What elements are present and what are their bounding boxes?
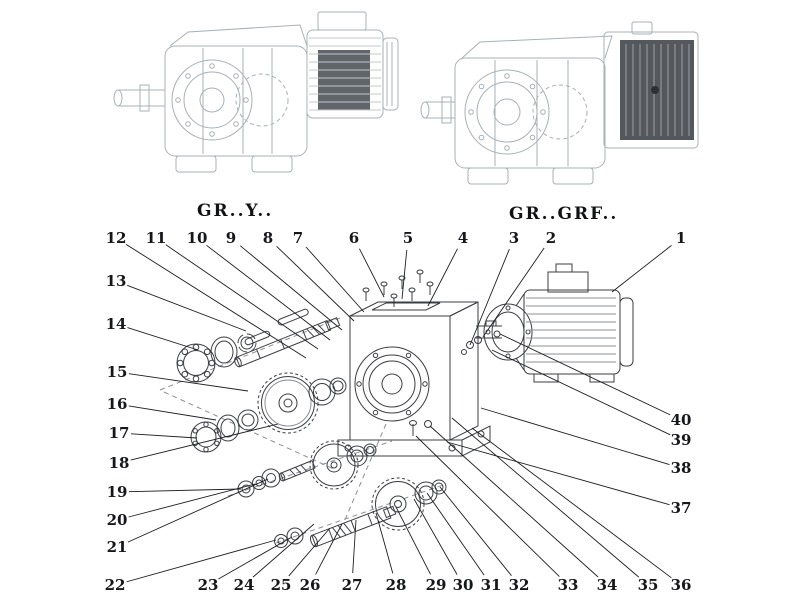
input-shaft bbox=[234, 308, 341, 368]
leader-line-7 bbox=[305, 246, 365, 313]
housing-base-bolt bbox=[409, 420, 432, 436]
leader-line-21 bbox=[127, 478, 269, 543]
leader-line-36 bbox=[471, 427, 672, 579]
leader-line-12 bbox=[125, 244, 307, 359]
leader-line-14 bbox=[127, 327, 199, 351]
variant-label-gr-y: GR..Y.. bbox=[197, 201, 274, 221]
leader-line-35 bbox=[451, 417, 640, 578]
leader-line-20 bbox=[128, 483, 256, 518]
leader-line-17 bbox=[130, 433, 198, 439]
leader-line-11 bbox=[165, 244, 319, 350]
machine-gr-y-drawing bbox=[113, 11, 399, 173]
leader-line-2 bbox=[482, 247, 545, 338]
leader-line-37 bbox=[446, 441, 670, 506]
intermediate-gear-set bbox=[237, 440, 377, 498]
leader-line-39 bbox=[491, 349, 671, 436]
leader-line-4 bbox=[427, 248, 458, 307]
leader-line-24 bbox=[252, 523, 315, 578]
leader-lines bbox=[125, 244, 672, 583]
leader-line-10 bbox=[206, 244, 331, 341]
leader-line-13 bbox=[127, 284, 247, 332]
alignment-dashed-lines bbox=[159, 317, 447, 544]
output-shaft-assembly bbox=[274, 477, 447, 548]
leader-line-1 bbox=[611, 245, 672, 293]
leader-line-3 bbox=[469, 248, 510, 346]
leader-line-6 bbox=[358, 248, 385, 298]
leader-line-28 bbox=[375, 512, 394, 574]
large-gear bbox=[257, 372, 347, 434]
housing-cover-bolts bbox=[362, 269, 434, 307]
leader-line-5 bbox=[401, 249, 408, 300]
variant-label-gr-grf: GR..GRF.. bbox=[509, 204, 619, 224]
leader-line-22 bbox=[126, 539, 277, 583]
leader-line-15 bbox=[128, 373, 249, 392]
leader-line-8 bbox=[276, 245, 355, 322]
gearbox-housing bbox=[337, 301, 491, 457]
leader-line-40 bbox=[499, 333, 671, 416]
exploded-view-drawing bbox=[159, 263, 634, 548]
leader-line-29 bbox=[395, 506, 431, 575]
leader-line-38 bbox=[480, 407, 670, 466]
leader-line-9 bbox=[239, 245, 343, 331]
leader-line-23 bbox=[218, 536, 293, 580]
output-bearing-set bbox=[190, 409, 259, 453]
leader-line-32 bbox=[439, 486, 512, 576]
leader-line-19 bbox=[128, 488, 242, 493]
machine-gr-grf-drawing bbox=[420, 21, 699, 185]
leader-line-30 bbox=[413, 498, 458, 575]
leader-line-34 bbox=[429, 425, 599, 578]
leader-line-18 bbox=[130, 423, 279, 461]
input-bearing-set bbox=[176, 333, 257, 383]
leader-line-26 bbox=[315, 523, 343, 575]
leader-line-27 bbox=[352, 519, 357, 574]
leader-line-16 bbox=[128, 405, 217, 421]
motor bbox=[476, 263, 634, 383]
leader-line-33 bbox=[415, 435, 560, 577]
leader-line-25 bbox=[288, 527, 331, 577]
leader-line-31 bbox=[426, 492, 485, 576]
